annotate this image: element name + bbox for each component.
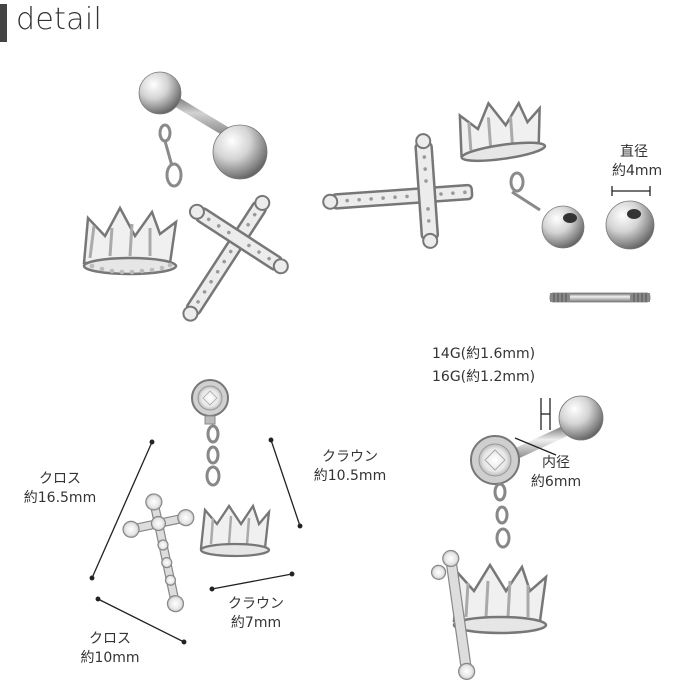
- gauge-16-value: 16G(約1.2mm): [432, 369, 536, 385]
- inner-diameter-value: 約6mm: [530, 474, 582, 490]
- crown-height-value: 約10.5mm: [313, 468, 387, 484]
- piercing-photo-bottom-right: [430, 395, 604, 680]
- diameter-label: 直径 約4mm: [612, 143, 663, 181]
- gauge-14-value: 14G(約1.6mm): [432, 346, 536, 362]
- cross-width-title: クロス: [89, 631, 131, 647]
- cross-height-value: 約16.5mm: [23, 490, 97, 506]
- cross-height-label: クロス 約16.5mm: [18, 470, 102, 508]
- piercing-photo-top-right: [322, 100, 655, 303]
- piercing-photo-top-left: [82, 71, 289, 322]
- diameter-label-value: 約4mm: [612, 163, 663, 179]
- header-accent-bar: [0, 4, 7, 42]
- gauge-label: 14G(約1.6mm) 16G(約1.2mm): [432, 345, 572, 387]
- crown-width-title: クラウン: [228, 596, 284, 612]
- crown-height-label: クラウン 約10.5mm: [302, 448, 398, 486]
- inner-diameter-title: 内径: [542, 455, 570, 471]
- piercing-photo-bottom-left: [89, 379, 303, 645]
- crown-width-value: 約7mm: [230, 615, 282, 631]
- cross-height-title: クロス: [39, 471, 81, 487]
- crown-width-label: クラウン 約7mm: [214, 595, 298, 633]
- crown-height-title: クラウン: [322, 449, 378, 465]
- inner-diameter-label: 内径 約6mm: [526, 454, 586, 492]
- diameter-label-title: 直径: [620, 144, 648, 160]
- cross-width-value: 約10mm: [80, 650, 140, 666]
- page-title: detail: [16, 2, 103, 37]
- cross-width-label: クロス 約10mm: [68, 630, 152, 668]
